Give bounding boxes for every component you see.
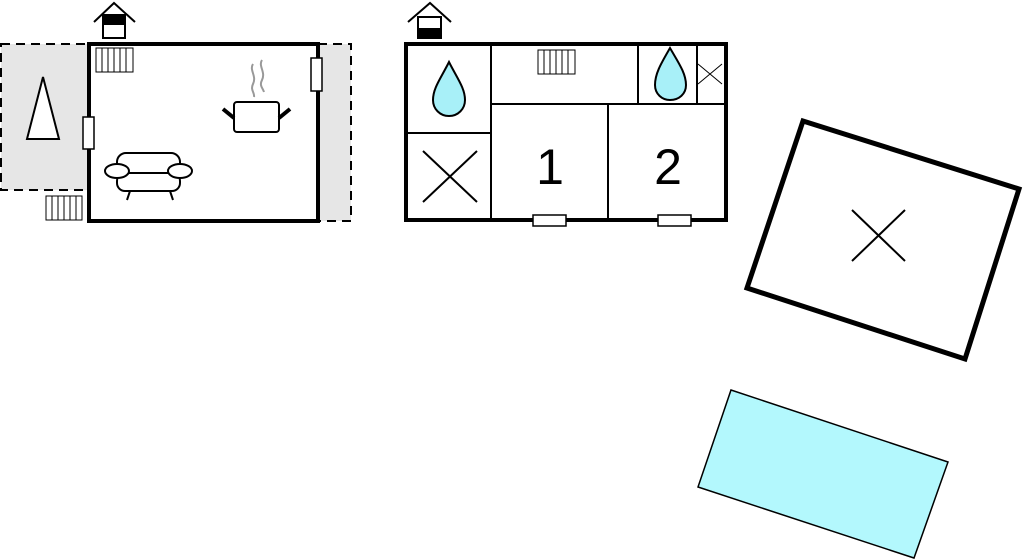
- entrance-icon: [93, 1, 136, 39]
- window: [310, 57, 323, 92]
- room-cross-icon: [851, 209, 906, 262]
- window: [657, 214, 692, 227]
- bedroom-1-label: 1: [536, 139, 564, 195]
- kitchen-pot-icon: [221, 59, 292, 133]
- toilet-cross-icon: [697, 63, 723, 85]
- bedroom-2-label: 2: [654, 139, 682, 195]
- upper-floor-plan: 1 2: [404, 1, 728, 227]
- room-cross-icon: [422, 150, 478, 203]
- swimming-pool: [697, 389, 949, 559]
- entrance-icon: [407, 1, 452, 39]
- sofa-icon: [104, 152, 193, 201]
- radiator-icon: [537, 49, 576, 75]
- window: [532, 214, 567, 227]
- ground-floor-plan: [0, 1, 352, 223]
- interior-walls: [406, 44, 726, 220]
- outbuilding: [743, 117, 1023, 363]
- window: [82, 116, 95, 150]
- terrace-right: [317, 43, 352, 222]
- tree-icon: [25, 76, 61, 140]
- bathroom-water-drop-icon: [431, 59, 467, 118]
- bathroom-water-drop-icon: [653, 45, 688, 102]
- radiator-icon: [95, 47, 134, 73]
- radiator-icon: [45, 195, 83, 221]
